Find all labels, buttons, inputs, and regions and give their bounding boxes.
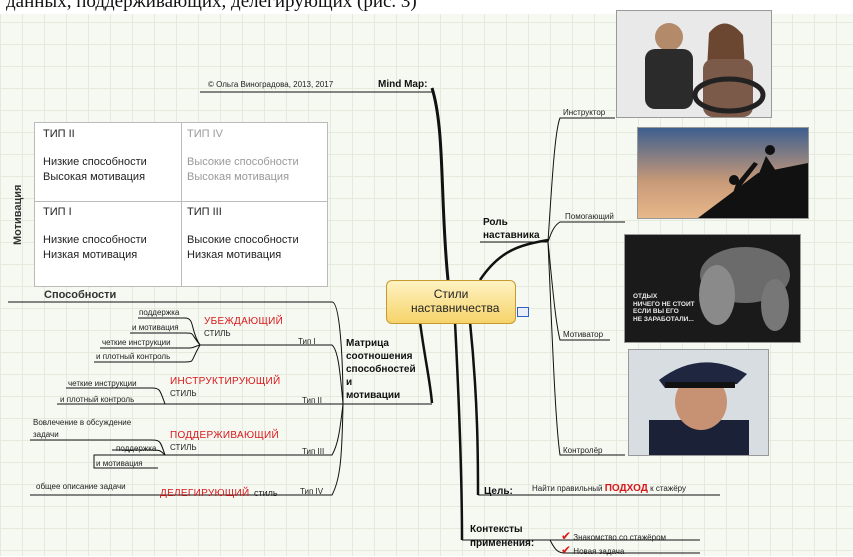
style-word: СТИЛЬ [204, 329, 231, 338]
checkmark-icon: ✔ [561, 543, 572, 557]
style-item: поддержка [139, 308, 180, 317]
context-item-1: ✔ Знакомство со стажёром [561, 529, 667, 543]
style-word: СТИЛЬ [170, 389, 197, 398]
trunk-goal [468, 321, 480, 496]
athlete-image [625, 235, 800, 342]
role-branch-label[interactable]: Роль наставника [483, 217, 540, 241]
mindmap-label: Mind Map: [378, 79, 428, 90]
car-drivers-image [617, 11, 771, 117]
style-item: и плотный контроль [60, 395, 135, 404]
central-topic-label: Стили наставничества [411, 287, 500, 315]
style-delegating-row[interactable]: ДЕЛЕГИРУЮЩИЙ СТИЛЬ [160, 483, 278, 501]
type-label: Тип IV [300, 487, 324, 496]
style-item: четкие инструкции [102, 338, 171, 347]
matrix-horizontal-divider [35, 201, 327, 202]
type-label: Тип I [298, 337, 316, 346]
style-item: и мотивация [132, 323, 179, 332]
role-instructor[interactable]: Инструктор [563, 108, 606, 117]
trunk-matrix [418, 321, 434, 404]
central-topic[interactable]: Стили наставничества [386, 280, 516, 324]
style-word: СТИЛЬ [170, 443, 197, 452]
matrix-branch-label[interactable]: Матрица соотношения способностей и мотив… [346, 338, 416, 401]
motivator-quote: ОТДЫХ НИЧЕГО НЕ СТОИТ ЕСЛИ ВЫ ЕГО НЕ ЗАР… [633, 293, 695, 323]
style-word: СТИЛЬ [254, 488, 278, 498]
officer-image [629, 350, 768, 455]
matrix-x-axis-label: Способности [44, 289, 117, 301]
style-item: общее описание задачи [36, 482, 126, 491]
matrix-cell-type4: ТИП IV Высокие способности Высокая мотив… [187, 128, 299, 183]
role-motivator[interactable]: Мотиватор [563, 330, 604, 339]
goal-highlight: ПОДХОД [604, 483, 648, 494]
role-controller[interactable]: Контролёр [563, 446, 603, 455]
matrix-cell-type1: ТИП I Низкие способности Низкая мотиваци… [43, 206, 147, 261]
style-item: задачи [33, 430, 59, 439]
checkmark-icon: ✔ [561, 529, 572, 543]
climbers-silhouette-image [638, 128, 808, 218]
instructor-photo [616, 10, 772, 118]
matrix-cell-type3: ТИП III Высокие способности Низкая мотив… [187, 206, 299, 261]
type-label: Тип II [302, 396, 323, 405]
type-label: Тип III [302, 447, 325, 456]
matrix-y-axis-label: Мотивация [12, 184, 24, 245]
matrix-vertical-divider [181, 123, 182, 286]
trunk-contexts [453, 321, 464, 541]
role-helper[interactable]: Помогающий [565, 212, 614, 221]
style-item: четкие инструкции [68, 379, 137, 388]
motivator-photo: ОТДЫХ НИЧЕГО НЕ СТОИТ ЕСЛИ ВЫ ЕГО НЕ ЗАР… [624, 234, 801, 343]
top-caption: данных, поддерживающих, делегирующих (ри… [6, 0, 417, 12]
style-item: и мотивация [96, 459, 143, 468]
style-delegating: ДЕЛЕГИРУЮЩИЙ [160, 488, 250, 499]
trunk-mindmap-label [430, 87, 450, 281]
style-instructing[interactable]: ИНСТРУКТИРУЮЩИЙ [170, 376, 281, 387]
style-supporting[interactable]: ПОДДЕРЖИВАЮЩИЙ [170, 430, 279, 441]
trunk-role [478, 238, 549, 281]
style-item: и плотный контроль [96, 352, 171, 361]
contexts-label[interactable]: Контексты применения: [470, 524, 535, 549]
matrix-cell-type2: ТИП II Низкие способности Высокая мотива… [43, 128, 147, 183]
note-icon[interactable] [517, 307, 529, 317]
helper-photo [637, 127, 809, 219]
goal-text: Найти правильный ПОДХОД к стажёру [532, 483, 686, 494]
context-item-2: ✔ Новая задача [561, 543, 625, 557]
ability-motivation-matrix: ТИП II Низкие способности Высокая мотива… [34, 122, 328, 287]
controller-photo [628, 349, 769, 456]
copyright-text: © Ольга Виноградова, 2013, 2017 [208, 80, 334, 89]
style-item: поддержка [116, 444, 157, 453]
style-item: Вовлечение в обсуждение [33, 418, 132, 427]
goal-label[interactable]: Цель: [484, 486, 513, 497]
style-persuading[interactable]: УБЕЖДАЮЩИЙ [204, 316, 284, 327]
